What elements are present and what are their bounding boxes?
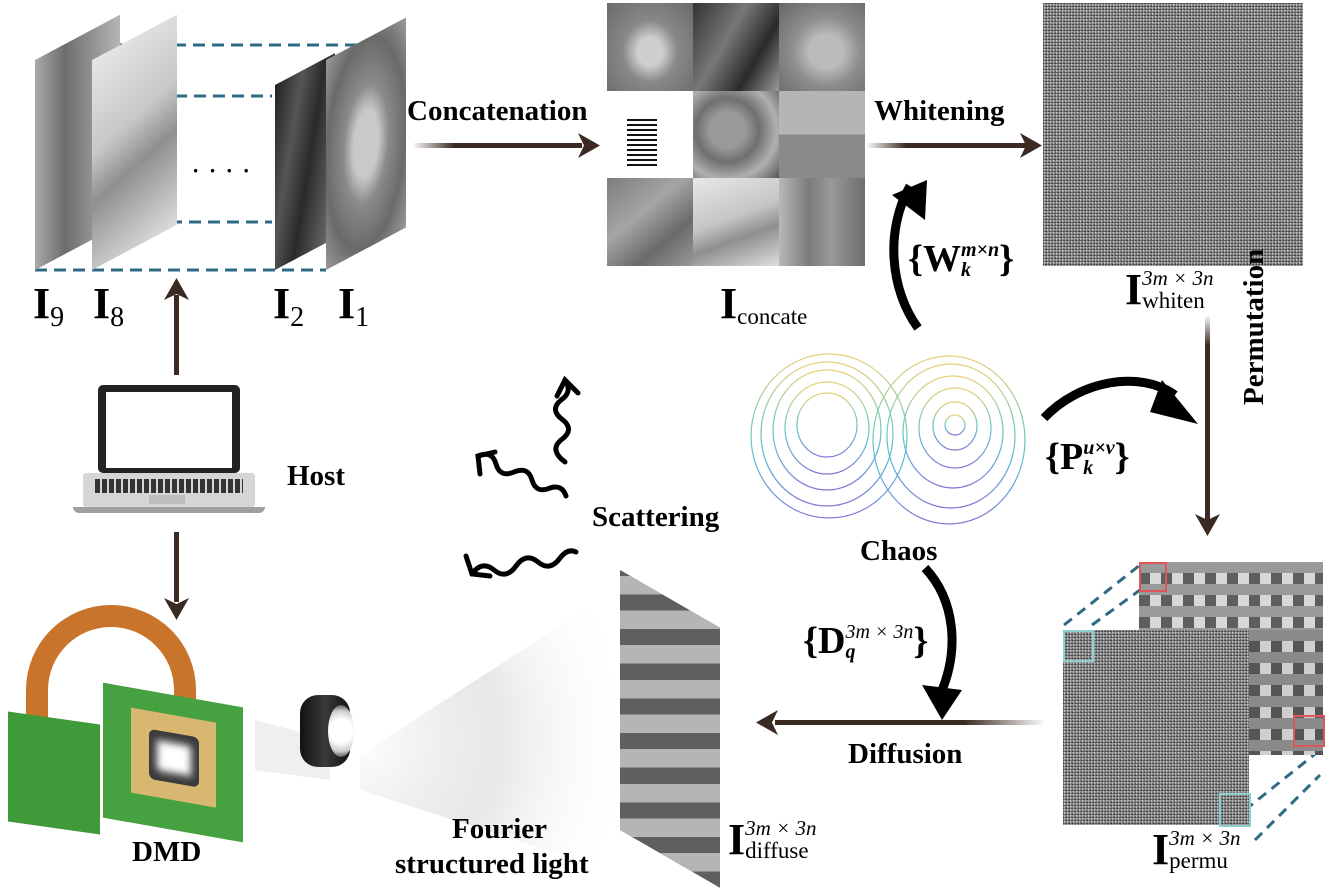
tile-house — [779, 178, 865, 266]
label-I9: I9 — [33, 279, 65, 333]
host-to-stack-arrow — [164, 278, 189, 375]
concatenated-image-grid — [607, 3, 865, 266]
p-key-arrowhead — [1150, 380, 1198, 424]
cyan-highlight-bottom — [1219, 793, 1251, 827]
permutation-label: Permutation — [1238, 248, 1270, 405]
host-label: Host — [287, 460, 345, 492]
I-whiten-label: I 3m × 3n whiten — [1125, 265, 1214, 314]
d-key-arrow — [921, 564, 957, 697]
diffusion-arrow — [756, 710, 1045, 735]
permuted-matrix — [1063, 560, 1325, 827]
permuted-noise-area — [1063, 630, 1249, 825]
scattering-label: Scattering — [592, 501, 720, 533]
tile-peppers — [693, 90, 779, 179]
cyan-highlight-left — [1063, 630, 1094, 662]
D-key-label: {D 3m × 3n q } — [803, 620, 929, 663]
dmd-device — [8, 600, 258, 843]
permu-zoom-lines — [1063, 563, 1322, 842]
I-concate-label: Iconcate — [720, 279, 808, 329]
pcb-left — [8, 711, 100, 835]
whitening-label: Whitening — [874, 95, 1005, 127]
permutation-arrow — [1195, 315, 1220, 536]
red-highlight-right — [1293, 715, 1325, 747]
concatenation-arrow — [412, 133, 600, 158]
w-key-arrowhead — [892, 180, 927, 220]
permuted-blocks-top — [1139, 562, 1323, 630]
tile-baboon — [607, 3, 693, 91]
tile-lena — [779, 3, 865, 91]
d-key-arrowhead — [922, 685, 962, 720]
fourier-label-line1: Fourier — [452, 813, 548, 845]
scattering-waves — [463, 375, 581, 579]
P-key-label: {P u×v k } — [1045, 436, 1130, 479]
chaos-label: Chaos — [860, 535, 938, 567]
host-to-dmd-arrow — [164, 532, 189, 620]
whitened-matrix — [1043, 3, 1303, 266]
light-beam — [360, 600, 640, 880]
tile-jet — [693, 178, 779, 266]
concatenation-label: Concatenation — [407, 95, 588, 127]
input-image-stack: · · · · — [30, 14, 410, 275]
laptop-keyboard — [83, 473, 255, 507]
pcb-right — [103, 682, 243, 843]
fourier-label-line2: structured light — [395, 848, 589, 880]
laptop-icon — [73, 385, 268, 515]
I-diffuse-label: I 3m × 3n diffuse — [728, 815, 817, 864]
whitening-arrow — [866, 133, 1042, 158]
permuted-blocks-right — [1249, 630, 1323, 755]
laptop-screen — [98, 385, 240, 473]
red-highlight-top — [1139, 562, 1167, 592]
projection-lens — [300, 695, 354, 767]
dmd-chip — [131, 707, 216, 808]
dmd-label: DMD — [132, 836, 202, 868]
label-I2: I2 — [273, 279, 305, 333]
tile-man — [693, 3, 779, 91]
tile-resolution-chart — [607, 90, 693, 179]
image-I1-baboon — [326, 17, 406, 271]
image-I8-jet — [92, 14, 177, 270]
W-key-label: {W m×n k } — [908, 238, 1015, 281]
label-I8: I8 — [93, 279, 125, 333]
chaos-attractor — [750, 353, 1026, 525]
stack-ellipsis: · · · · — [192, 158, 252, 183]
tile-barbara — [607, 178, 693, 266]
I-permu-label: I 3m × 3n permu — [1152, 825, 1241, 874]
tile-cameraman — [779, 90, 865, 179]
diffusion-label: Diffusion — [848, 738, 963, 770]
label-I1: I1 — [338, 279, 370, 333]
